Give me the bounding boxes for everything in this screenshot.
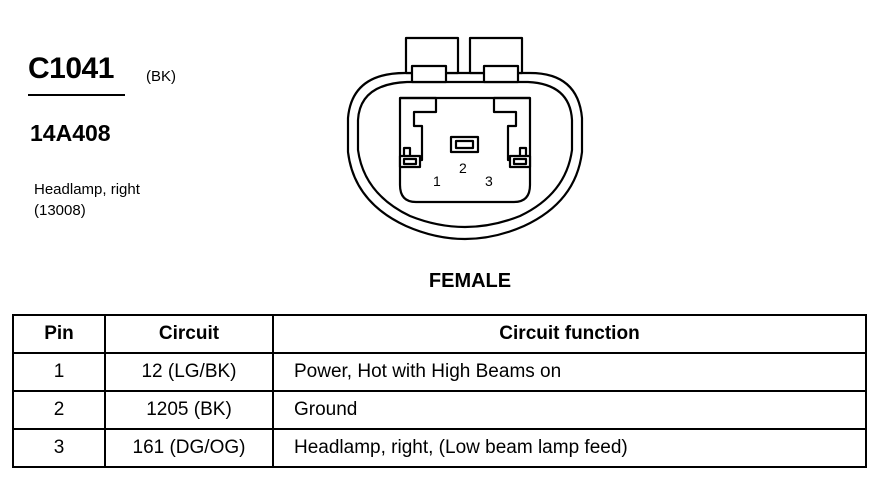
connector-id-underline (28, 94, 125, 96)
header-circuit: Circuit (104, 314, 274, 354)
cell-pin: 2 (12, 390, 106, 430)
connector-outer-shell (346, 71, 584, 241)
cell-circuit-function: Headlamp, right, (Low beam lamp feed) (272, 428, 867, 468)
table-row: 1 12 (LG/BK) Power, Hot with High Beams … (12, 352, 867, 392)
pin-function-table: Pin Circuit Circuit function 1 12 (LG/BK… (12, 314, 867, 468)
table-row: 3 161 (DG/OG) Headlamp, right, (Low beam… (12, 428, 867, 468)
connector-color-code: (BK) (146, 68, 176, 85)
terminal-2 (449, 135, 480, 154)
terminal-1 (398, 154, 422, 169)
cell-pin: 3 (12, 428, 106, 468)
cell-circuit: 161 (DG/OG) (104, 428, 274, 468)
pin-label-2: 2 (459, 160, 467, 176)
connector-description: Headlamp, right (34, 181, 140, 198)
connector-inner-shell (356, 80, 574, 229)
connector-reference-number: (13008) (34, 202, 86, 219)
cell-circuit: 12 (LG/BK) (104, 352, 274, 392)
table-row: 2 1205 (BK) Ground (12, 390, 867, 430)
connector-face-drawing: 1 2 3 (346, 36, 584, 241)
pin-label-3: 3 (485, 173, 493, 189)
latch-tab-left (404, 36, 460, 84)
connector-gender-label: FEMALE (428, 270, 512, 292)
cell-pin: 1 (12, 352, 106, 392)
header-circuit-function: Circuit function (272, 314, 867, 354)
pin-label-1: 1 (433, 173, 441, 189)
cell-circuit: 1205 (BK) (104, 390, 274, 430)
terminal-guide-left (400, 96, 438, 162)
terminal-3 (508, 154, 532, 169)
header-pin: Pin (12, 314, 106, 354)
part-number: 14A408 (30, 120, 111, 146)
terminal-guide-right (492, 96, 530, 162)
cell-circuit-function: Power, Hot with High Beams on (272, 352, 867, 392)
cell-circuit-function: Ground (272, 390, 867, 430)
latch-tab-right (468, 36, 524, 84)
table-header-row: Pin Circuit Circuit function (12, 314, 867, 354)
connector-id: C1041 (28, 52, 114, 85)
connector-cavity (398, 96, 532, 204)
